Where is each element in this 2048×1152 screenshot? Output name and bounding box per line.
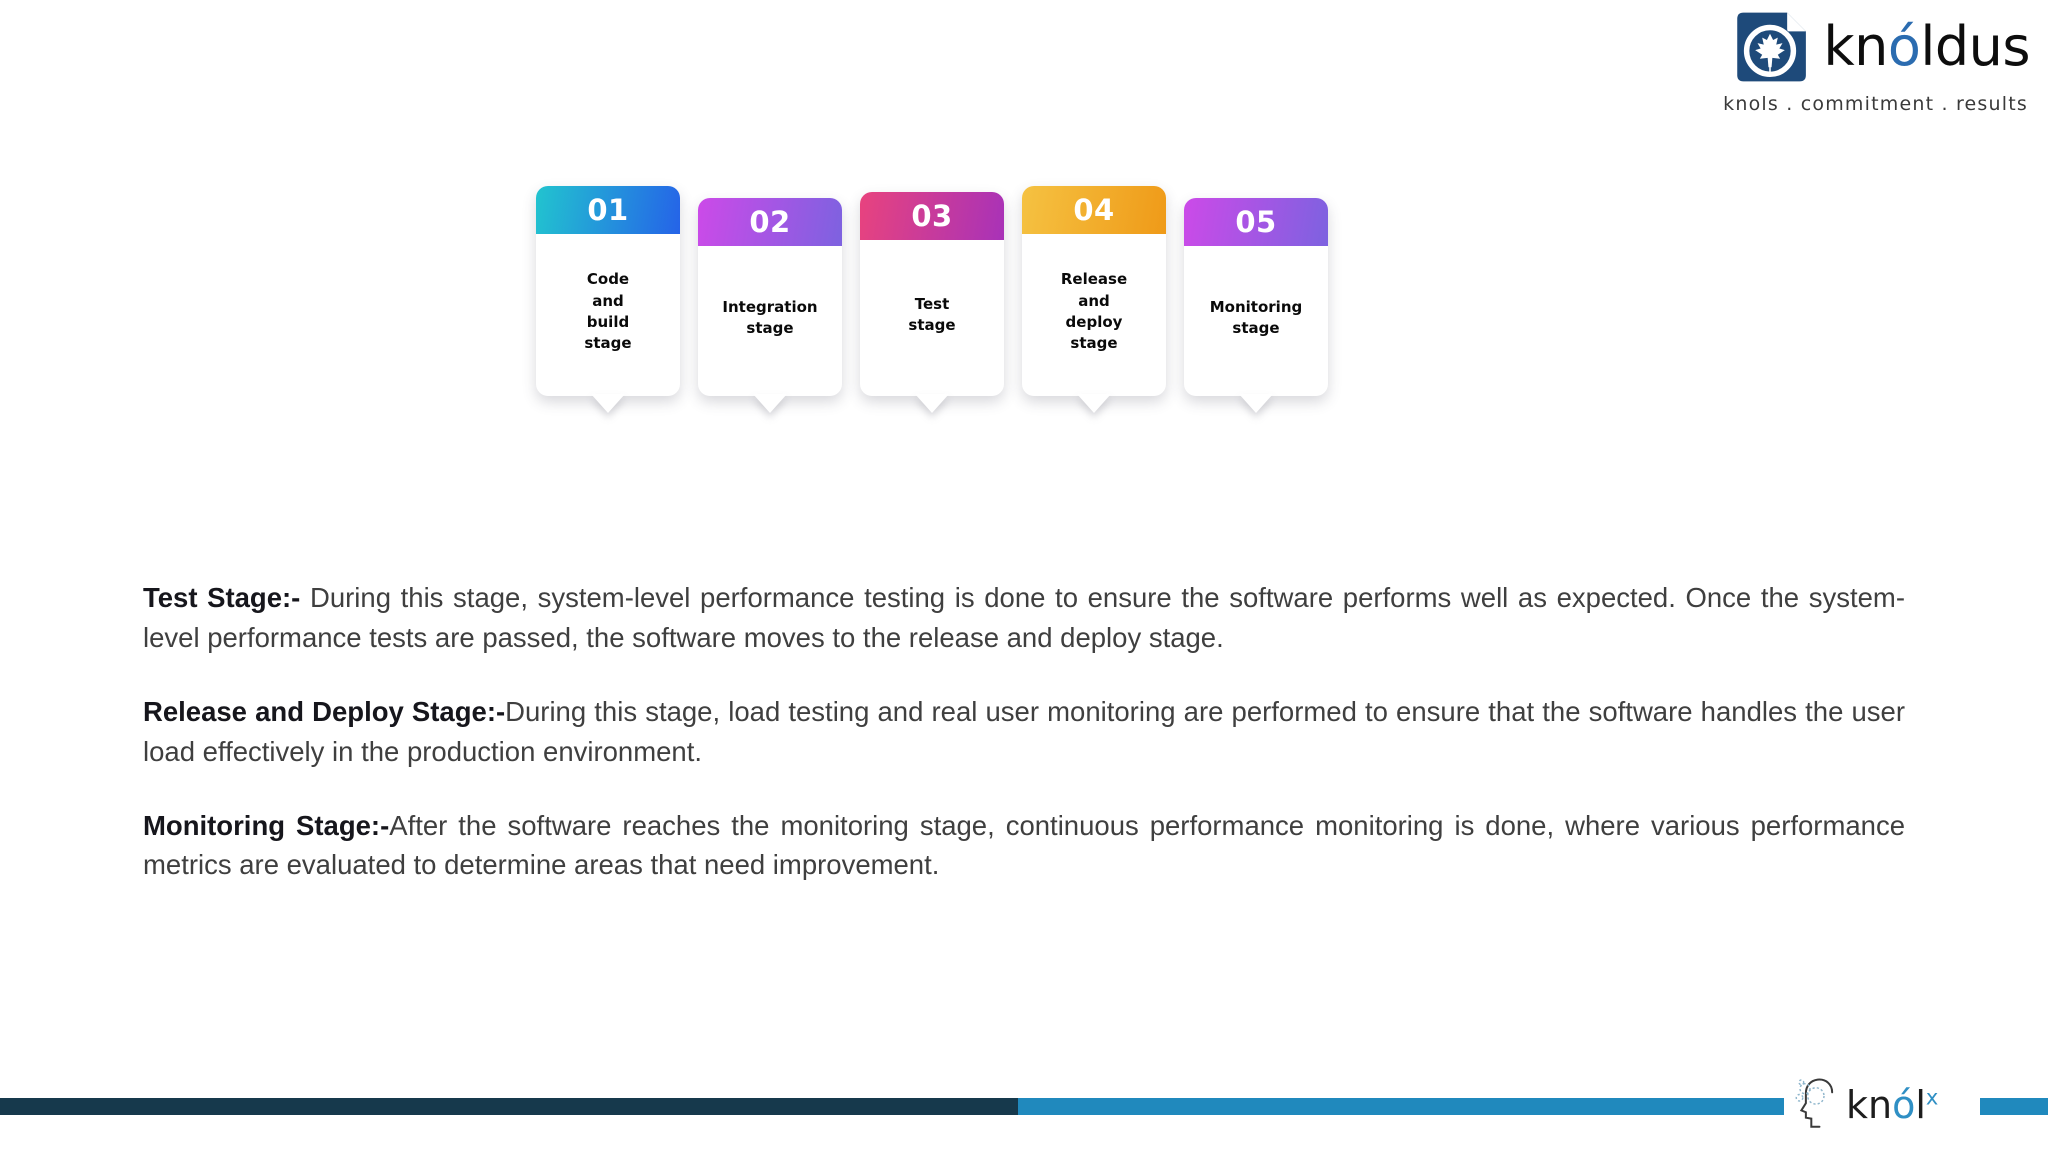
paragraph-lead: Release and Deploy Stage:- [143,695,506,727]
paragraph-lead: Monitoring Stage:- [143,809,390,841]
stage-card-tail-icon [753,394,787,413]
stage-card-tail-icon [1077,394,1111,413]
stage-card-tail-icon [1239,394,1273,413]
brand-word-part1: kn [1823,15,1888,78]
paragraph-text: During this stage, load testing and real… [143,695,1905,767]
knolx-superscript: x [1925,1085,1939,1110]
stage-card-header: 05 [1184,198,1328,246]
knolx-word-part1: kn [1846,1083,1893,1127]
brand-word-accent: ó [1887,15,1921,78]
paragraph-monitoring-stage: Monitoring Stage:-After the software rea… [143,806,1905,886]
brand-wordmark: knóldus [1823,20,2030,74]
stage-card-tail-icon [591,394,625,413]
knolx-head-profile-icon [1795,1078,1834,1128]
knoldus-brand-logo: knóldus knols . commitment . results [1723,8,2030,115]
footer-bar-dark-segment [0,1098,1018,1115]
brand-row: knóldus [1731,8,2030,86]
paragraph-lead: Test Stage:- [143,582,301,613]
brand-tagline: knols . commitment . results [1723,93,2028,115]
stage-card-header: 03 [860,192,1004,240]
paragraph-test-stage: Test Stage:- During this stage, system-l… [143,578,1905,658]
knolx-footer-logo: knólx [1784,1072,1980,1138]
knolx-wordmark: knólx [1846,1086,1938,1124]
brand-word-part2: ldus [1920,15,2030,78]
stage-card-number: 01 [587,192,629,227]
stage-card-header: 04 [1022,186,1166,234]
stage-card-header: 01 [536,186,680,234]
stage-card-tail-icon [915,394,949,413]
stage-card-number: 05 [1235,204,1277,239]
paragraph-text: After the software reaches the monitorin… [143,809,1905,881]
stage-card-header: 02 [698,198,842,246]
knolx-word-accent: ó [1892,1083,1916,1127]
stage-card-number: 04 [1073,192,1115,227]
stage-card-number: 03 [911,198,953,233]
content-body: Test Stage:- During this stage, system-l… [143,578,1905,885]
knolx-word-part2: l [1915,1083,1926,1127]
paragraph-release-deploy-stage: Release and Deploy Stage:-During this st… [143,692,1905,772]
knoldus-leaf-mark-icon [1737,12,1807,82]
stage-card-number: 02 [749,204,791,239]
paragraph-text: During this stage, system-level performa… [143,582,1905,653]
footer-bar [0,1098,2048,1115]
